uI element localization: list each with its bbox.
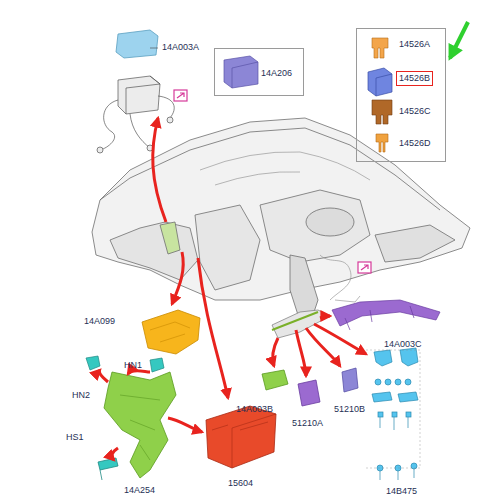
part-number: 14526D: [399, 138, 431, 149]
part-number: 51210B: [334, 404, 365, 415]
part-number: 14A003C: [384, 339, 422, 350]
part-number: 14B475: [386, 486, 417, 497]
part-number: 14A206: [261, 68, 292, 79]
part-number: 14A099: [84, 316, 115, 327]
part-number: HN1: [124, 360, 142, 371]
part-number: 14526A: [399, 39, 430, 50]
part-number: HN2: [72, 390, 90, 401]
fuse-panel: 14526A 14526C 14526D 14526B: [356, 28, 446, 162]
part-number: HS1: [66, 432, 84, 443]
part-number: 51210A: [292, 418, 323, 429]
part-number: 14A003B: [236, 404, 273, 415]
part-number: 14A003A: [162, 42, 199, 53]
highlight-box: 14526B: [396, 71, 433, 86]
part-panel: 14A206: [214, 48, 304, 96]
part-number: 14526B: [399, 73, 430, 84]
part-number: 14526C: [399, 106, 431, 117]
part-number: 14A254: [124, 485, 155, 496]
part-number: 15604: [228, 478, 253, 489]
